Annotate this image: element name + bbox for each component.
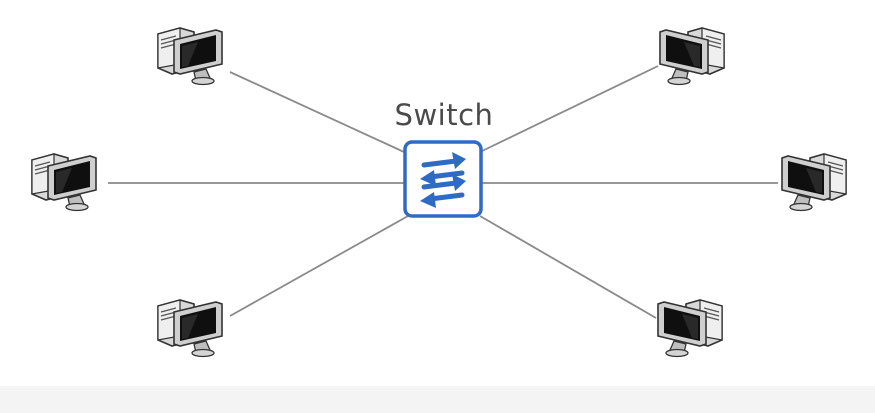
desktop-computer-icon [657,299,723,358]
computer-bottom-right[interactable] [657,299,723,358]
switch-arrows-icon [420,152,466,208]
desktop-computer-icon [157,299,223,358]
link-bottom-right [479,215,657,319]
footer-band [0,386,875,413]
desktop-computer-icon [157,27,223,86]
desktop-computer-icon [781,153,847,212]
link-bottom-left [229,215,409,317]
computer-middle-right[interactable] [781,153,847,212]
computer-bottom-left[interactable] [157,299,223,358]
switch-label: Switch [394,98,494,132]
computer-top-right[interactable] [659,27,725,86]
desktop-computer-icon [31,153,97,212]
switch-node[interactable] [403,140,483,218]
computer-middle-left[interactable] [31,153,97,212]
links [108,65,778,319]
link-top-left [229,71,405,153]
desktop-computer-icon [659,27,725,86]
link-top-right [479,65,659,153]
computer-top-left[interactable] [157,27,223,86]
